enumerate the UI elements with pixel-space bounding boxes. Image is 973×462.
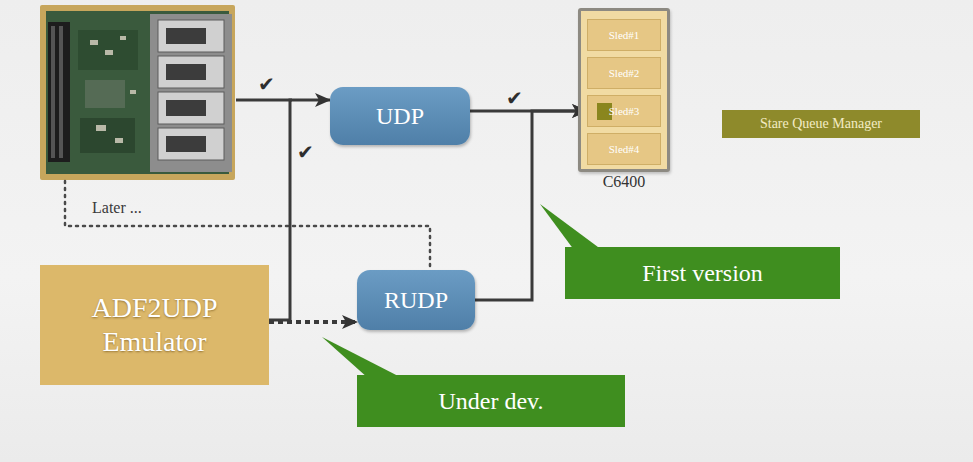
- check-mark: ✔: [506, 86, 523, 110]
- sled-slot: Sled#3: [587, 95, 661, 127]
- box-text: Sled#2: [609, 67, 640, 79]
- box-text: Stare Queue Manager: [760, 116, 882, 132]
- sled-slot: Sled#1: [587, 19, 661, 51]
- box-text: Sled#3: [609, 105, 640, 117]
- box-text: ADF2UDP Emulator: [40, 291, 269, 358]
- box-text: Sled#1: [609, 29, 640, 41]
- box-text: RUDP: [384, 287, 448, 314]
- callout-tail: [322, 337, 402, 378]
- status-callout: First version: [565, 247, 840, 299]
- sled-slot: Sled#4: [587, 133, 661, 165]
- note-text: Later ...: [92, 199, 142, 217]
- box-text: Sled#4: [609, 143, 640, 155]
- manager-box: Stare Queue Manager: [722, 110, 920, 138]
- server-chassis: C6400Sled#1Sled#2Sled#3Sled#4: [578, 8, 670, 172]
- callout-tail: [540, 204, 602, 250]
- flow-arrow: [269, 100, 330, 320]
- later-dotted-line: [65, 181, 430, 268]
- flow-arrow: [269, 320, 357, 324]
- board-line: [236, 99, 292, 102]
- protocol-box: UDP: [330, 87, 470, 145]
- box-text: First version: [642, 260, 763, 287]
- emulator-box: ADF2UDP Emulator: [40, 265, 269, 385]
- chassis-label: C6400: [581, 173, 667, 191]
- sled-slot: Sled#2: [587, 57, 661, 89]
- box-text: UDP: [376, 103, 424, 130]
- network-card-illustration: [40, 5, 235, 180]
- check-mark: ✔: [297, 140, 314, 164]
- box-text: Under dev.: [438, 388, 543, 415]
- check-mark: ✔: [258, 72, 275, 96]
- status-callout: Under dev.: [357, 375, 625, 427]
- protocol-box: RUDP: [357, 270, 475, 330]
